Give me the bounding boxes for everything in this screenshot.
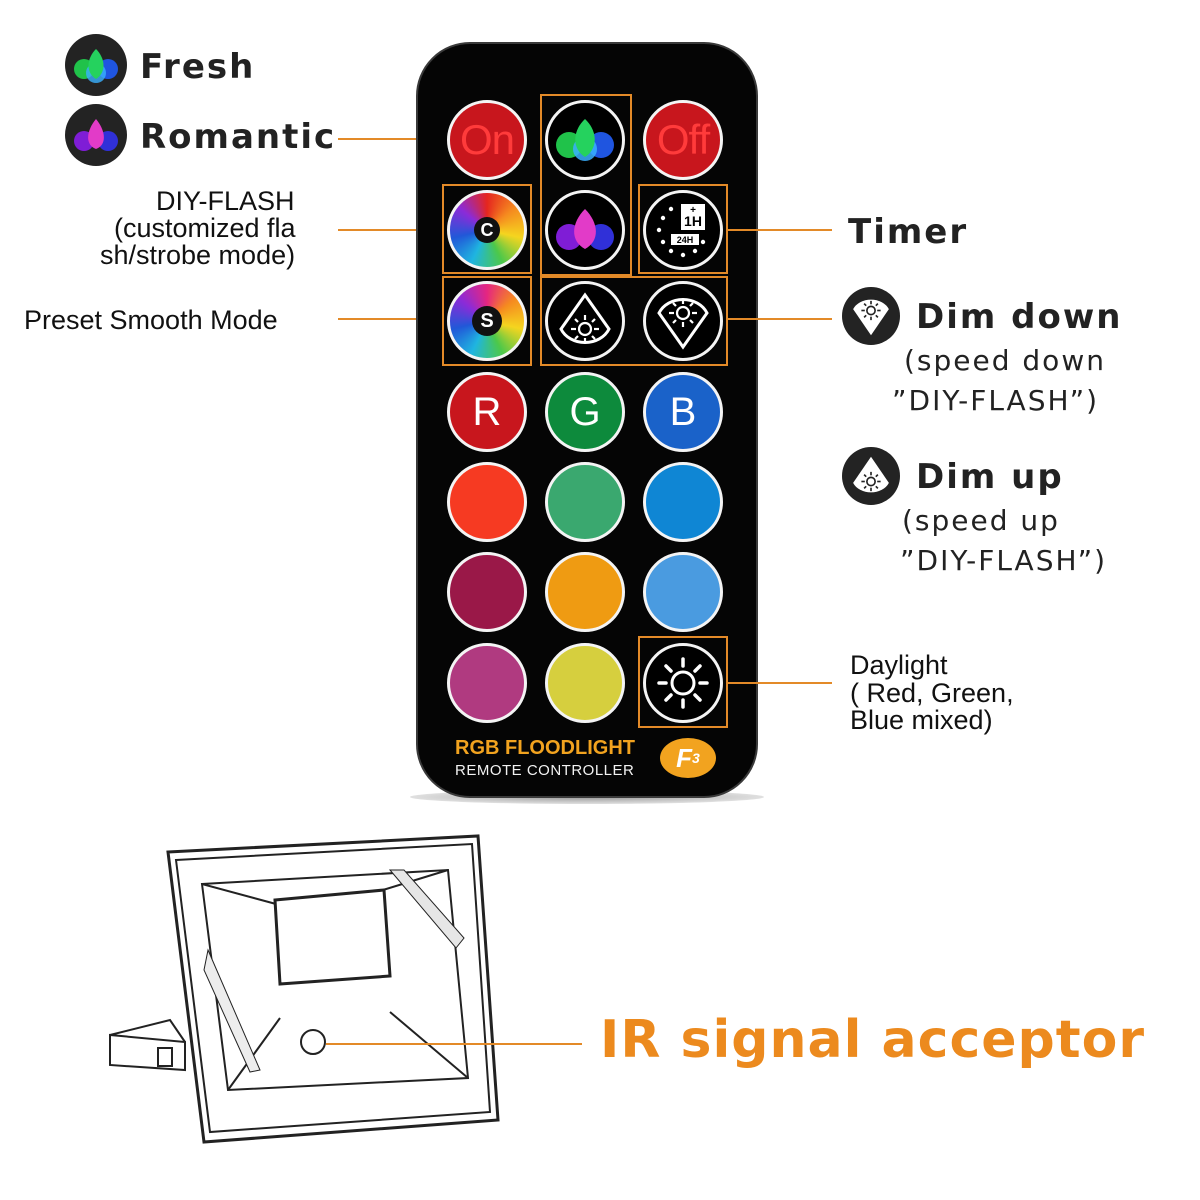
color-button-crimson[interactable] — [447, 552, 527, 632]
dim-up-icon — [559, 292, 611, 344]
preset-leader-line — [338, 318, 444, 320]
daylight-leader-line — [728, 682, 832, 684]
mode-buttons-frame — [540, 94, 632, 276]
daylight-label: Daylight — [850, 650, 948, 680]
blue-label: B — [669, 390, 697, 434]
timer-leader-line — [728, 229, 832, 231]
romantic-icon — [556, 209, 614, 250]
dim-leader-line — [728, 318, 832, 320]
green-button[interactable]: G — [545, 372, 625, 452]
dim-up-button[interactable] — [545, 281, 625, 361]
color-button-sea-green[interactable] — [545, 462, 625, 542]
romantic-mode-button[interactable] — [545, 190, 625, 270]
dim-down-sub-2: ”DIY-FLASH”) — [892, 384, 1100, 417]
romantic-leader-line — [338, 138, 446, 140]
remote-brand-subtitle: REMOTE CONTROLLER — [455, 762, 635, 779]
red-button[interactable]: R — [447, 372, 527, 452]
diy-flash-desc-2: sh/strobe mode) — [100, 240, 296, 270]
floodlight-illustration — [109, 834, 500, 1144]
color-button-azure[interactable] — [643, 462, 723, 542]
dim-up-sub-1: (speed up — [902, 504, 1060, 537]
dim-up-sub-2: ”DIY-FLASH”) — [900, 544, 1108, 577]
daylight-button-frame — [638, 636, 728, 728]
sun-icon — [657, 657, 709, 709]
on-label: On — [459, 116, 515, 163]
color-button-orange-red[interactable] — [447, 462, 527, 542]
dim-up-label: Dim up — [916, 457, 1064, 497]
diy-flash-button[interactable]: C — [447, 190, 527, 270]
timer-button-frame — [638, 184, 728, 274]
model-letter: F — [676, 742, 693, 773]
green-label: G — [569, 390, 601, 434]
dim-down-legend-icon — [842, 287, 900, 345]
blue-button[interactable]: B — [643, 372, 723, 452]
svg-text:+: + — [690, 205, 696, 216]
daylight-desc-1: ( Red, Green, — [850, 678, 1014, 708]
fresh-mode-button[interactable] — [545, 100, 625, 180]
timer-24h-text: 24H — [677, 235, 694, 245]
fresh-legend-icon — [65, 34, 127, 96]
remote-brand-title: RGB FLOODLIGHT — [455, 737, 635, 759]
daylight-button[interactable] — [643, 643, 723, 723]
diy-c-icon: C — [474, 217, 500, 243]
red-label: R — [472, 390, 502, 434]
preset-s-icon: S — [472, 306, 502, 336]
fresh-label: Fresh — [140, 47, 256, 87]
off-button[interactable]: Off — [643, 100, 723, 180]
dim-down-label: Dim down — [916, 297, 1123, 337]
dim-buttons-frame — [540, 276, 728, 366]
color-button-yellow[interactable] — [545, 643, 625, 723]
dim-down-icon — [657, 298, 709, 350]
diy-flash-label: DIY-FLASH — [156, 186, 295, 216]
fresh-icon — [556, 119, 614, 161]
diy-leader-line — [338, 229, 444, 231]
timer-button[interactable]: 1H + 24H — [643, 190, 723, 270]
dim-down-sub-1: (speed down — [904, 344, 1106, 377]
timer-label: Timer — [848, 212, 969, 252]
color-button-sky-blue[interactable] — [643, 552, 723, 632]
dim-up-legend-icon — [842, 447, 900, 505]
color-button-amber[interactable] — [545, 552, 625, 632]
romantic-legend-icon — [65, 104, 127, 166]
ir-leader-line — [326, 1043, 582, 1045]
romantic-label: Romantic — [140, 117, 337, 157]
off-label: Off — [656, 116, 710, 163]
on-button[interactable]: On — [447, 100, 527, 180]
model-number: 3 — [692, 750, 700, 766]
diy-button-frame — [442, 184, 532, 274]
preset-button-frame — [442, 276, 532, 366]
diy-flash-desc-1: (customized fla — [114, 213, 296, 243]
color-button-magenta[interactable] — [447, 643, 527, 723]
ir-signal-label: IR signal acceptor — [600, 1010, 1145, 1070]
dim-down-button[interactable] — [643, 281, 723, 361]
daylight-desc-2: Blue mixed) — [850, 705, 993, 735]
preset-smooth-button[interactable]: S — [447, 281, 527, 361]
timer-1h-text: 1H — [684, 213, 702, 229]
preset-smooth-label: Preset Smooth Mode — [24, 305, 278, 335]
timer-icon: 1H + 24H — [656, 204, 706, 258]
